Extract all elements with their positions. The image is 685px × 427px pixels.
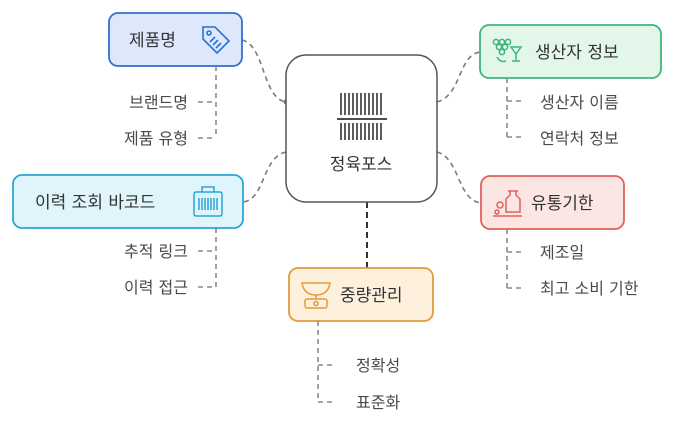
node-product-name-label: 제품명 — [129, 31, 176, 51]
tree-trace-barcode — [198, 228, 217, 288]
grapes-wine-icon — [492, 38, 523, 63]
center-node[interactable]: 정육포스 — [285, 54, 438, 203]
child-standardization: 표준화 — [356, 393, 400, 412]
node-trace-barcode-label: 이력 조회 바코드 — [35, 193, 155, 213]
barcode-bag-icon — [193, 186, 223, 217]
tree-weighing — [317, 321, 334, 403]
child-brand-name: 브랜드명 — [129, 93, 188, 112]
weighing-scale-icon — [301, 282, 331, 309]
node-producer-info[interactable]: 생산자 정보 — [479, 24, 662, 79]
child-manufacture-date: 제조일 — [540, 243, 584, 262]
node-weighing-label: 중량관리 — [340, 286, 403, 306]
connector-product-name — [241, 39, 287, 103]
node-expiry-label: 유통기한 — [531, 194, 594, 214]
node-trace-barcode[interactable]: 이력 조회 바코드 — [12, 174, 244, 229]
tree-expiry — [506, 229, 522, 289]
tree-producer-info — [506, 78, 522, 138]
child-product-type: 제품 유형 — [124, 129, 188, 148]
child-contact-info: 연락처 정보 — [540, 129, 619, 148]
child-accuracy: 정확성 — [356, 356, 400, 375]
node-expiry[interactable]: 유통기한 — [480, 175, 625, 230]
child-best-before: 최고 소비 기한 — [540, 279, 639, 298]
connector-expiry — [436, 151, 482, 204]
child-producer-name: 생산자 이름 — [540, 93, 619, 112]
child-history-access: 이력 접근 — [124, 278, 188, 297]
child-trace-link: 추적 링크 — [124, 242, 188, 261]
node-producer-info-label: 생산자 정보 — [535, 43, 619, 63]
node-product-name[interactable]: 제품명 — [108, 12, 243, 67]
connector-trace-barcode — [242, 151, 287, 203]
tree-product-name — [198, 66, 217, 139]
expiry-jar-icon — [493, 190, 522, 217]
price-tag-icon — [202, 26, 231, 55]
node-weighing[interactable]: 중량관리 — [288, 267, 434, 322]
connector-producer-info — [436, 51, 481, 103]
barcode-icon — [337, 93, 387, 140]
center-label: 정육포스 — [330, 155, 393, 175]
